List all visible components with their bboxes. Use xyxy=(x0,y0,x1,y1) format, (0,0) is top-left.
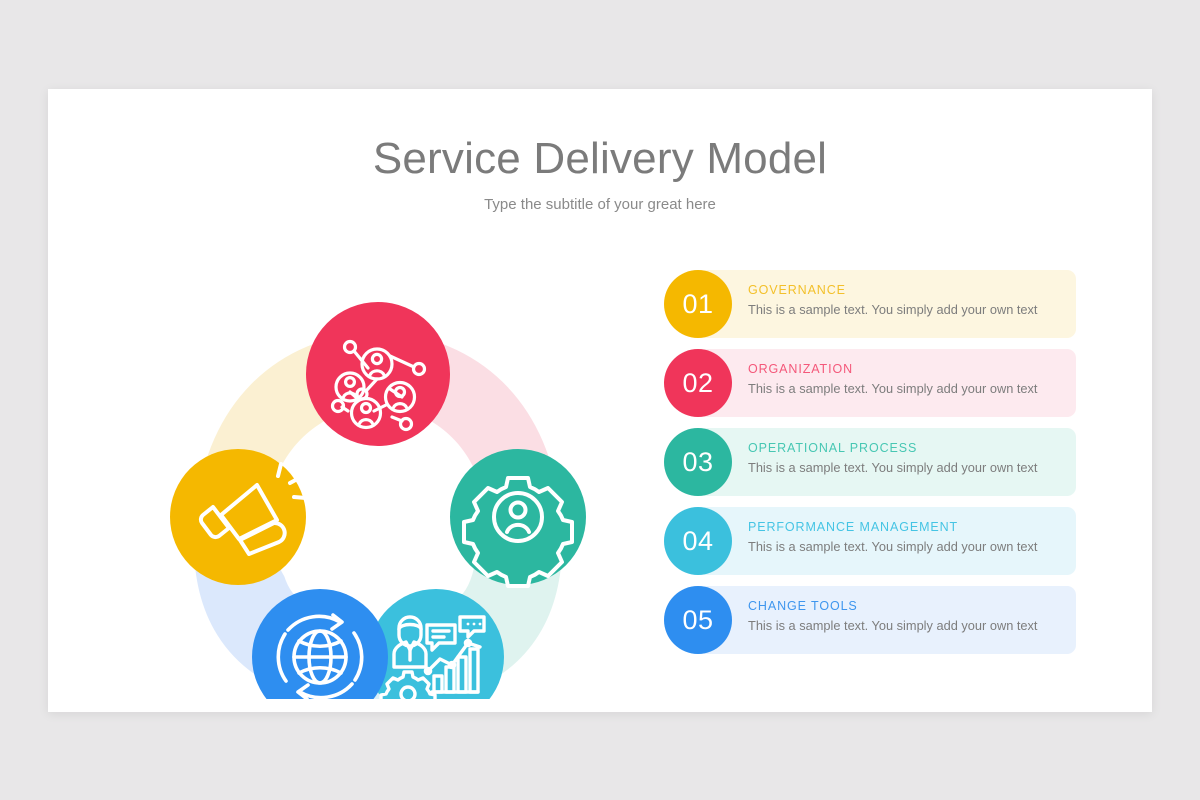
megaphone-icon xyxy=(198,462,308,556)
list-item-background xyxy=(698,507,1076,575)
node-bottom-left-change-tools[interactable] xyxy=(252,589,388,699)
node-top-organization[interactable] xyxy=(306,302,450,446)
list-item-body: This is a sample text. You simply add yo… xyxy=(748,539,1038,554)
performance-chart-icon xyxy=(379,615,486,699)
list-item[interactable]: 01 GOVERNANCE This is a sample text. You… xyxy=(664,270,1084,338)
list-item-body: This is a sample text. You simply add yo… xyxy=(748,618,1038,633)
list-item[interactable]: 05 CHANGE TOOLS This is a sample text. Y… xyxy=(664,586,1084,654)
node-right-operational-process[interactable] xyxy=(450,449,586,588)
list-item-text: GOVERNANCE This is a sample text. You si… xyxy=(748,283,1048,317)
page-subtitle: Type the subtitle of your great here xyxy=(484,196,716,213)
list-item-body: This is a sample text. You simply add yo… xyxy=(748,460,1038,475)
people-network-icon xyxy=(330,339,427,432)
step-number-badge: 04 xyxy=(664,507,732,575)
steps-list: 01 GOVERNANCE This is a sample text. You… xyxy=(664,270,1084,670)
list-item-background xyxy=(698,586,1076,654)
step-number: 02 xyxy=(682,367,714,398)
step-number: 03 xyxy=(682,446,714,477)
list-item-background xyxy=(698,270,1076,338)
list-item-text: OPERATIONAL PROCESS This is a sample tex… xyxy=(748,441,1048,475)
node-left-governance[interactable] xyxy=(170,449,308,585)
node-bottom-right-performance[interactable] xyxy=(368,589,504,699)
list-item-text: PERFORMANCE MANAGEMENT This is a sample … xyxy=(748,520,1048,554)
list-item-heading: PERFORMANCE MANAGEMENT xyxy=(748,520,959,534)
list-item[interactable]: 02 ORGANIZATION This is a sample text. Y… xyxy=(664,349,1084,417)
step-number: 04 xyxy=(682,525,714,556)
step-number: 05 xyxy=(682,604,714,635)
list-item-text: CHANGE TOOLS This is a sample text. You … xyxy=(748,599,1048,633)
page-title: Service Delivery Model xyxy=(372,134,828,183)
step-number-badge: 03 xyxy=(664,428,732,496)
slide-canvas: Service Delivery Model Type the subtitle… xyxy=(48,89,1152,712)
diagram-center-fill xyxy=(268,404,486,628)
list-item-body: This is a sample text. You simply add yo… xyxy=(748,381,1038,396)
list-item-body: This is a sample text. You simply add yo… xyxy=(748,302,1038,317)
list-item[interactable]: 03 OPERATIONAL PROCESS This is a sample … xyxy=(664,428,1084,496)
step-number: 01 xyxy=(682,288,714,319)
step-number-badge: 02 xyxy=(664,349,732,417)
list-item-heading: GOVERNANCE xyxy=(748,283,846,297)
list-item-background xyxy=(698,349,1076,417)
list-item-heading: OPERATIONAL PROCESS xyxy=(748,441,918,455)
step-number-badge: 05 xyxy=(664,586,732,654)
list-item-text: ORGANIZATION This is a sample text. You … xyxy=(748,362,1048,396)
list-item[interactable]: 04 PERFORMANCE MANAGEMENT This is a samp… xyxy=(664,507,1084,575)
globe-refresh-icon xyxy=(276,613,364,699)
list-item-heading: CHANGE TOOLS xyxy=(748,599,858,613)
list-item-heading: ORGANIZATION xyxy=(748,362,854,376)
step-number-badge: 01 xyxy=(664,270,732,338)
cycle-diagram xyxy=(128,229,628,699)
list-item-background xyxy=(698,428,1076,496)
gear-person-icon xyxy=(462,476,574,588)
